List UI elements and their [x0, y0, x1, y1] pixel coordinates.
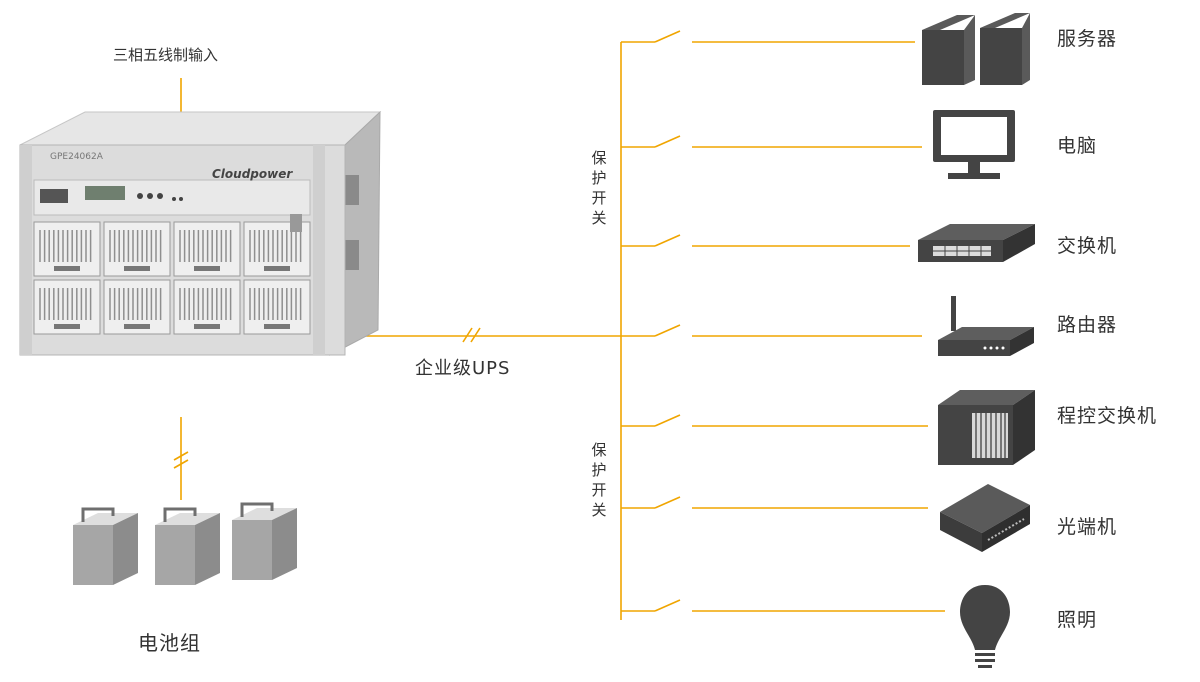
protection-switch-contact — [654, 324, 681, 337]
battery-group — [73, 502, 297, 585]
device-label-router: 路由器 — [1057, 314, 1118, 336]
ups-cabinet — [19, 110, 382, 356]
protection-switch-contact — [654, 496, 681, 509]
branch-group — [621, 30, 945, 612]
protection-switch-label-2: 保护开关 — [591, 441, 607, 519]
pbx-icon — [938, 390, 1035, 465]
protection-switch-contact — [654, 599, 681, 612]
device-label-optical-terminal: 光端机 — [1057, 516, 1118, 538]
rectifier-module — [173, 279, 241, 335]
output-line-tick — [462, 327, 473, 343]
branch-circuit — [621, 496, 928, 509]
rectifier-module — [173, 221, 241, 277]
battery-line-tick — [173, 451, 189, 461]
protection-switch-contact — [654, 135, 681, 148]
device-label-computer: 电脑 — [1057, 135, 1098, 157]
protection-switch-contact — [654, 234, 681, 247]
battery-line-tick — [173, 459, 189, 469]
switch-icon — [918, 224, 1035, 262]
light-bulb-icon — [960, 585, 1010, 668]
optical-terminal-icon — [940, 484, 1030, 552]
ups-brand-logo: Cloudpower — [212, 167, 293, 181]
input-label: 三相五线制输入 — [113, 46, 219, 64]
router-icon — [938, 296, 1034, 356]
branch-circuit — [621, 30, 915, 43]
rectifier-module — [243, 279, 311, 335]
server-icon — [922, 13, 1030, 85]
protection-switch-label-1: 保护开关 — [591, 149, 607, 227]
ups-label: 企业级UPS — [415, 358, 511, 379]
rectifier-module — [33, 279, 101, 335]
rectifier-module — [33, 221, 101, 277]
device-label-lighting: 照明 — [1057, 609, 1098, 631]
branch-circuit — [621, 599, 945, 612]
protection-switch-contact — [654, 414, 681, 427]
protection-switch-contact — [654, 30, 681, 43]
rectifier-module — [103, 221, 171, 277]
battery-icon — [155, 507, 220, 585]
battery-icon — [73, 507, 138, 585]
branch-circuit — [621, 414, 928, 427]
battery-label: 电池组 — [138, 631, 201, 655]
rectifier-modules — [33, 221, 311, 335]
branch-circuit — [621, 234, 910, 247]
branch-circuit — [621, 135, 922, 148]
battery-icon — [232, 502, 297, 580]
rectifier-module — [103, 279, 171, 335]
device-label-switch: 交换机 — [1057, 235, 1118, 257]
ups-model-text: GPE24062A — [50, 152, 103, 162]
branch-circuit — [621, 324, 922, 337]
device-label-pbx: 程控交换机 — [1057, 405, 1158, 427]
output-line-tick — [470, 327, 481, 343]
device-label-server: 服务器 — [1057, 28, 1118, 50]
monitor-icon — [933, 110, 1015, 179]
